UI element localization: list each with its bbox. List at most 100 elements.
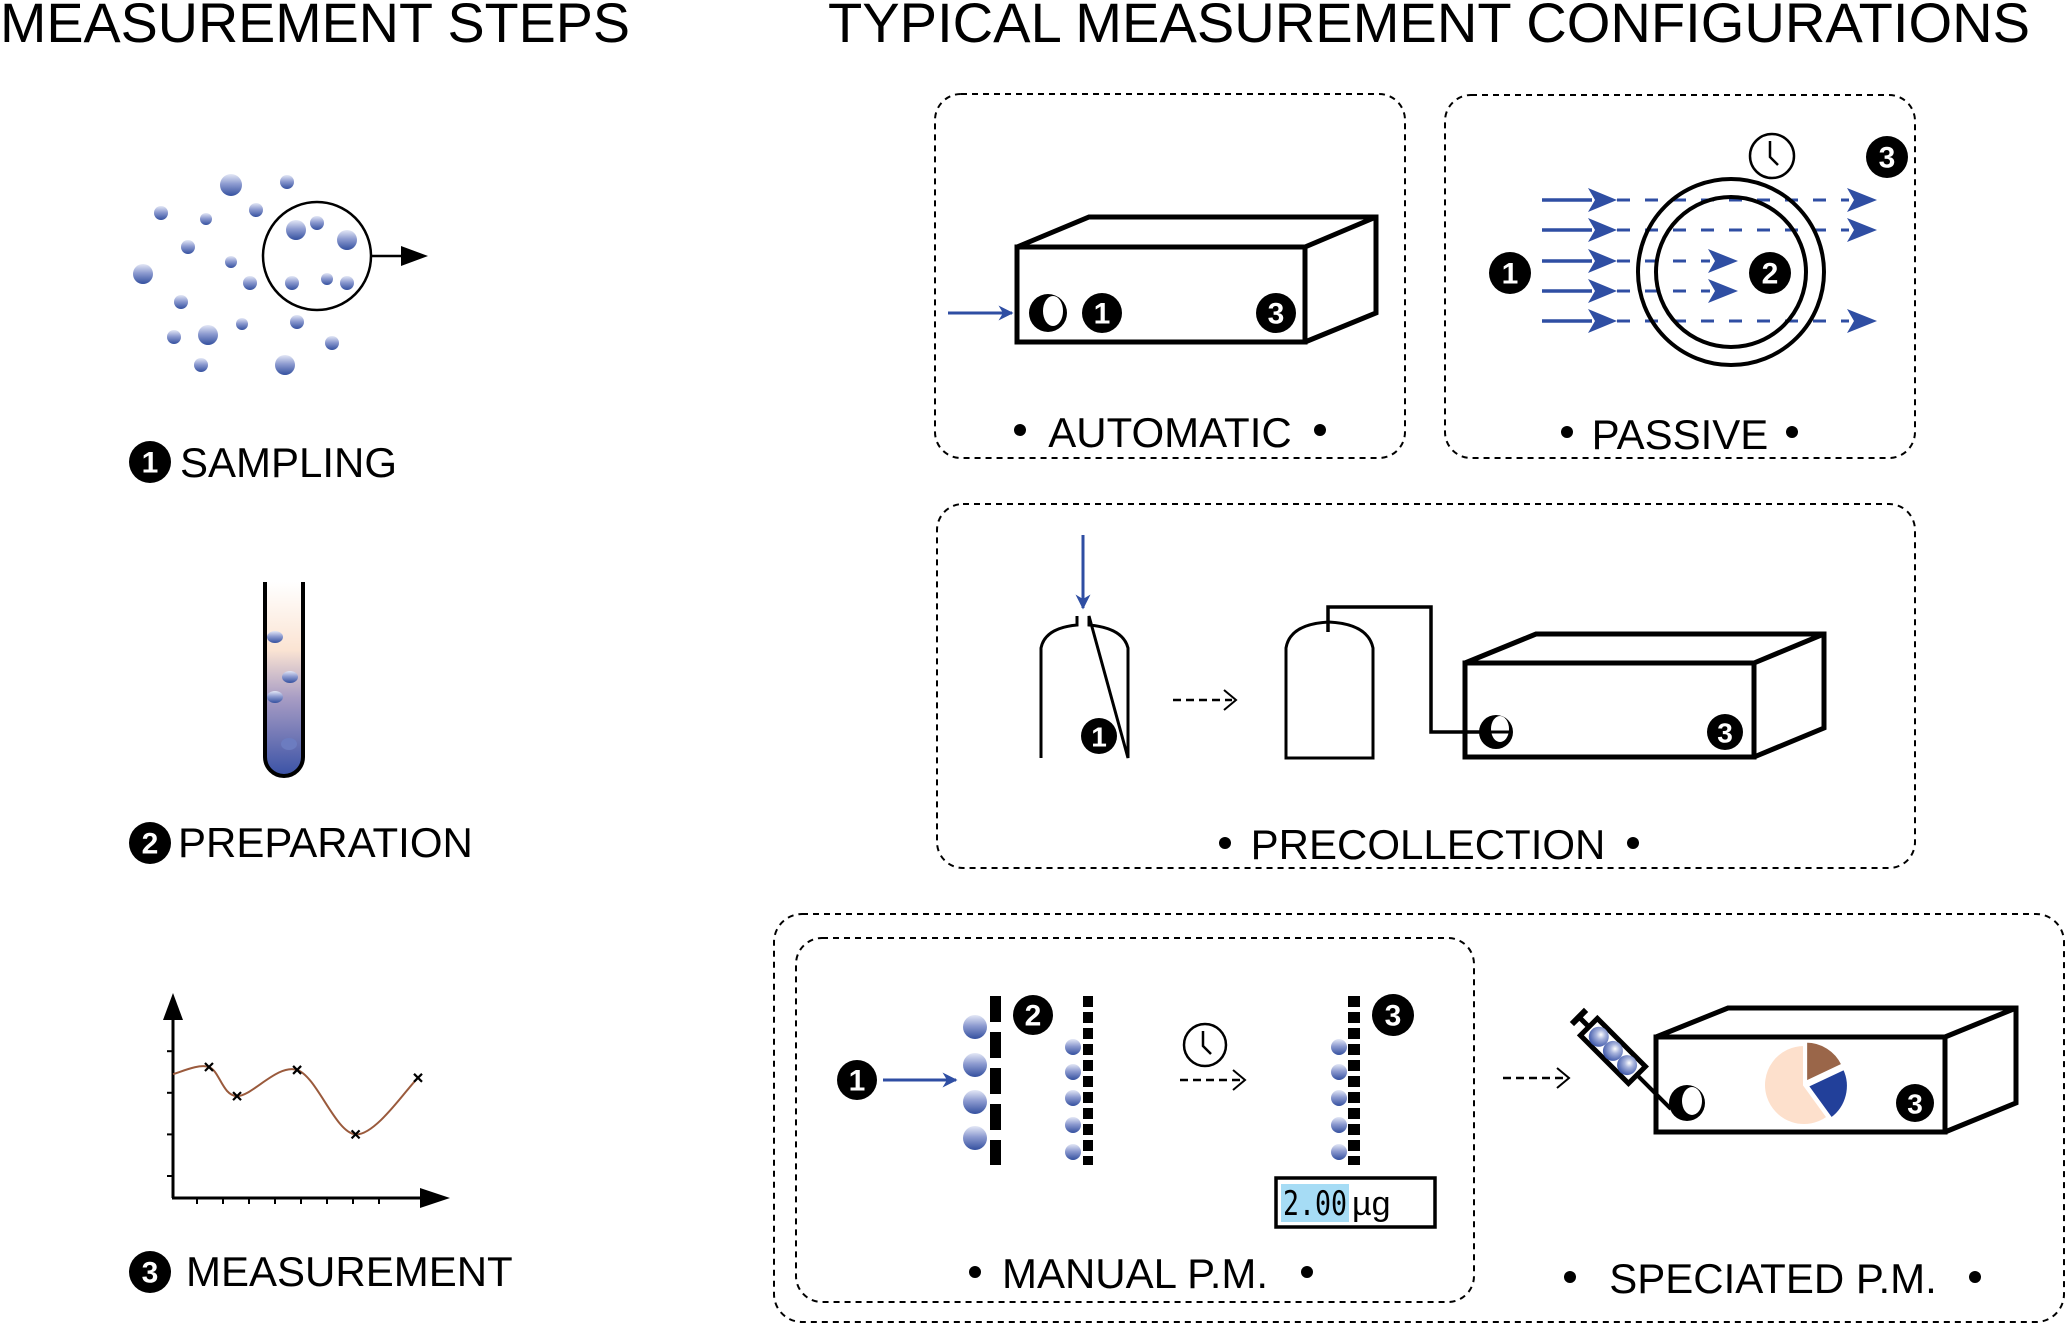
- inlet-port-icon: [1669, 1085, 1705, 1121]
- bullet-dot: [1314, 424, 1326, 436]
- step-badge-2: [129, 822, 171, 864]
- particle: [963, 1126, 987, 1150]
- filter-segment: [1348, 1044, 1360, 1055]
- clock-icon: [1748, 132, 1796, 180]
- particle: [290, 315, 304, 329]
- manual-badge-1-number: 1: [849, 1065, 866, 1098]
- step-badge-3-number: 3: [142, 1257, 159, 1290]
- connected-canister-icon: [1284, 620, 1375, 760]
- sample-canister-icon: [1039, 615, 1130, 759]
- transfer-tube: [1326, 605, 1496, 734]
- data-point-x-marker: [413, 1073, 423, 1083]
- bullet-dot: [1301, 1266, 1313, 1278]
- filter-segment: [1083, 1028, 1093, 1039]
- filter-segment: [1348, 1124, 1360, 1135]
- typical-configurations-heading: TYPICAL MEASUREMENT CONFIGURATIONS: [828, 0, 2030, 54]
- particle: [321, 273, 333, 285]
- step-sampling-text: SAMPLING: [180, 439, 397, 486]
- automatic-label-text: AUTOMATIC: [1048, 409, 1291, 456]
- particle: [280, 175, 294, 189]
- airflow-arrowhead: [1588, 218, 1617, 242]
- automatic-badge-3-number: 3: [1268, 298, 1285, 331]
- particle: [236, 318, 248, 330]
- speciated-pm-label-text: SPECIATED P.M.: [1609, 1255, 1937, 1302]
- filter-segment: [990, 1032, 1001, 1058]
- filter-segment: [1083, 1012, 1093, 1023]
- step-badge-2-number: 2: [142, 828, 159, 861]
- transfer-dashed-arrow-icon: [1173, 689, 1238, 711]
- filter-segment: [1083, 1092, 1093, 1103]
- test-tube-icon: [263, 582, 305, 778]
- speciated-pm-label: SPECIATED P.M.: [1564, 1255, 1981, 1302]
- precollection-panel-border: [936, 503, 1916, 869]
- particle: [1065, 1090, 1081, 1106]
- pie-slice: [1805, 1040, 1844, 1084]
- particle: [174, 295, 188, 309]
- manual-pm-label-text: MANUAL P.M.: [1002, 1250, 1268, 1297]
- passive-badge-1-number: 1: [1502, 258, 1519, 291]
- bullet-dot: [1219, 837, 1231, 849]
- manual-pm-panel-border: [795, 937, 1475, 1303]
- filter-segment: [990, 996, 1001, 1022]
- automatic-badge-1-number: 1: [1094, 298, 1111, 331]
- particulate-matter-group-border: [773, 913, 2065, 1323]
- filter-segment: [1083, 1044, 1093, 1055]
- airflow-arrowhead: [1588, 188, 1617, 212]
- particle: [1065, 1039, 1081, 1055]
- data-point-x-marker: [232, 1091, 242, 1101]
- measurement-steps-heading: MEASUREMENT STEPS: [0, 0, 630, 54]
- filter-segment: [1083, 1108, 1093, 1119]
- config-automatic-panel: 1 3 AUTOMATIC: [934, 93, 1406, 459]
- filter-segment: [1083, 1060, 1093, 1071]
- balance-display-unit: µg: [1352, 1185, 1391, 1223]
- sampling-illustration: [133, 174, 428, 375]
- passive-badge-3: [1866, 136, 1908, 178]
- particle: [325, 336, 339, 350]
- particle: [225, 256, 237, 268]
- particle: [1331, 1144, 1347, 1160]
- precollection-badge-3-number: 3: [1717, 718, 1733, 749]
- airflow-arrowhead: [1847, 309, 1877, 333]
- airflow-arrowhead: [1847, 188, 1877, 212]
- precollection-badge-1-number: 1: [1091, 722, 1107, 753]
- passive-label: PASSIVE: [1561, 411, 1798, 458]
- automatic-badge-1: [1082, 293, 1122, 333]
- airflow-arrowhead: [1708, 249, 1738, 273]
- filter-segment: [1348, 1092, 1360, 1103]
- particle: [220, 174, 242, 196]
- data-point-x-marker: [204, 1062, 214, 1072]
- inlet-port-icon: [1479, 715, 1513, 749]
- step-badge-1: [129, 441, 171, 483]
- particle-cloud-icon: [133, 174, 357, 375]
- particle: [1065, 1117, 1081, 1133]
- config-passive-panel: 1 2 3 PASSIVE: [1444, 94, 1916, 459]
- airflow-arrowhead: [1708, 279, 1738, 303]
- sampling-arrow-head-icon: [401, 246, 428, 266]
- balance-display: 2.00 µg: [1274, 1176, 1437, 1229]
- airflow-arrowhead: [1588, 249, 1617, 273]
- precollection-badge-1: [1081, 718, 1117, 754]
- step-preparation-text: PREPARATION: [178, 819, 473, 866]
- airflow-arrowhead: [1847, 218, 1877, 242]
- manual-badge-1: [837, 1060, 877, 1100]
- particle: [310, 216, 324, 230]
- step-measurement-text: MEASUREMENT: [186, 1248, 513, 1295]
- passive-label-text: PASSIVE: [1592, 411, 1769, 458]
- filter-segment: [990, 1140, 1001, 1165]
- analyzer-device-icon: [1014, 214, 1379, 345]
- transfer-dashed-arrow-icon: [1503, 1067, 1571, 1089]
- analyzer-device-icon: [1462, 631, 1827, 760]
- particle: [181, 240, 195, 254]
- step-sampling-label: 1 SAMPLING: [129, 439, 397, 486]
- particle: [198, 325, 218, 345]
- precollection-badge-3: [1707, 714, 1743, 750]
- automatic-badge-3: [1256, 293, 1296, 333]
- filter-segment: [1348, 1156, 1360, 1165]
- y-axis-arrow-icon: [163, 993, 183, 1020]
- speciation-pie-chart: [1763, 1040, 1849, 1126]
- filter-segment: [1083, 1076, 1093, 1087]
- particle: [133, 264, 153, 284]
- passive-panel-border: [1444, 94, 1916, 459]
- particle: [963, 1090, 987, 1114]
- particle: [1065, 1064, 1081, 1080]
